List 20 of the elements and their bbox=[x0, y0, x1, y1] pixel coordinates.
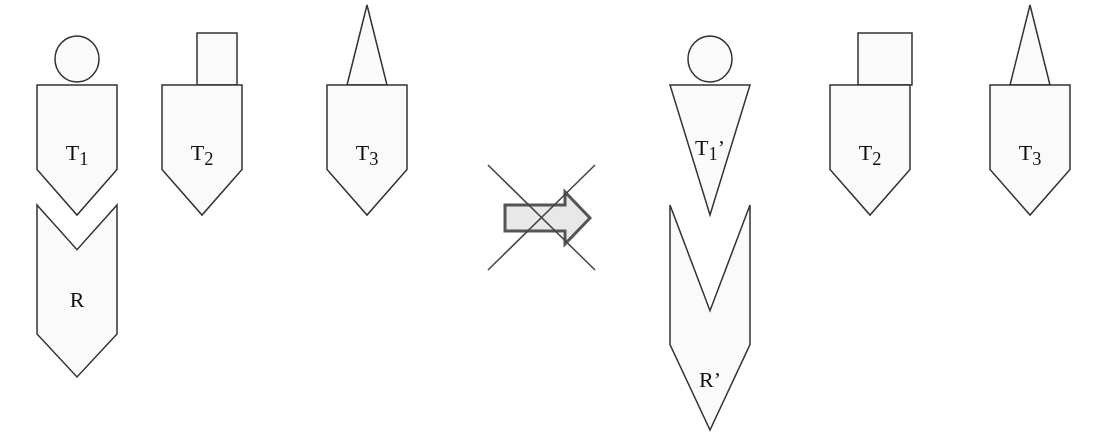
shape-label: T$_{2}$ bbox=[858, 139, 882, 171]
pentagon-shape bbox=[37, 85, 117, 215]
pentagon-shape bbox=[162, 85, 242, 215]
shape-label: R bbox=[69, 287, 85, 313]
shape-label: T$_{2}$ bbox=[190, 139, 214, 171]
circle-shape bbox=[688, 36, 732, 82]
pentagon-shape bbox=[830, 85, 910, 215]
shape-label: T$_{3}$ bbox=[355, 139, 379, 171]
square-shape bbox=[197, 33, 237, 85]
shape-label: R’ bbox=[699, 367, 721, 393]
inverted-triangle-shape bbox=[670, 85, 750, 215]
shape-label: T$_{1}$’ bbox=[695, 134, 725, 166]
chevron-shape bbox=[37, 205, 117, 377]
shape-label: T$_{3}$ bbox=[1018, 139, 1042, 171]
triangle-shape bbox=[347, 5, 387, 85]
chevron-shape bbox=[670, 205, 750, 430]
shape-label: T$_{1}$ bbox=[65, 139, 89, 171]
square-shape bbox=[858, 33, 912, 85]
circle-shape bbox=[55, 36, 99, 82]
triangle-shape bbox=[1010, 5, 1050, 85]
